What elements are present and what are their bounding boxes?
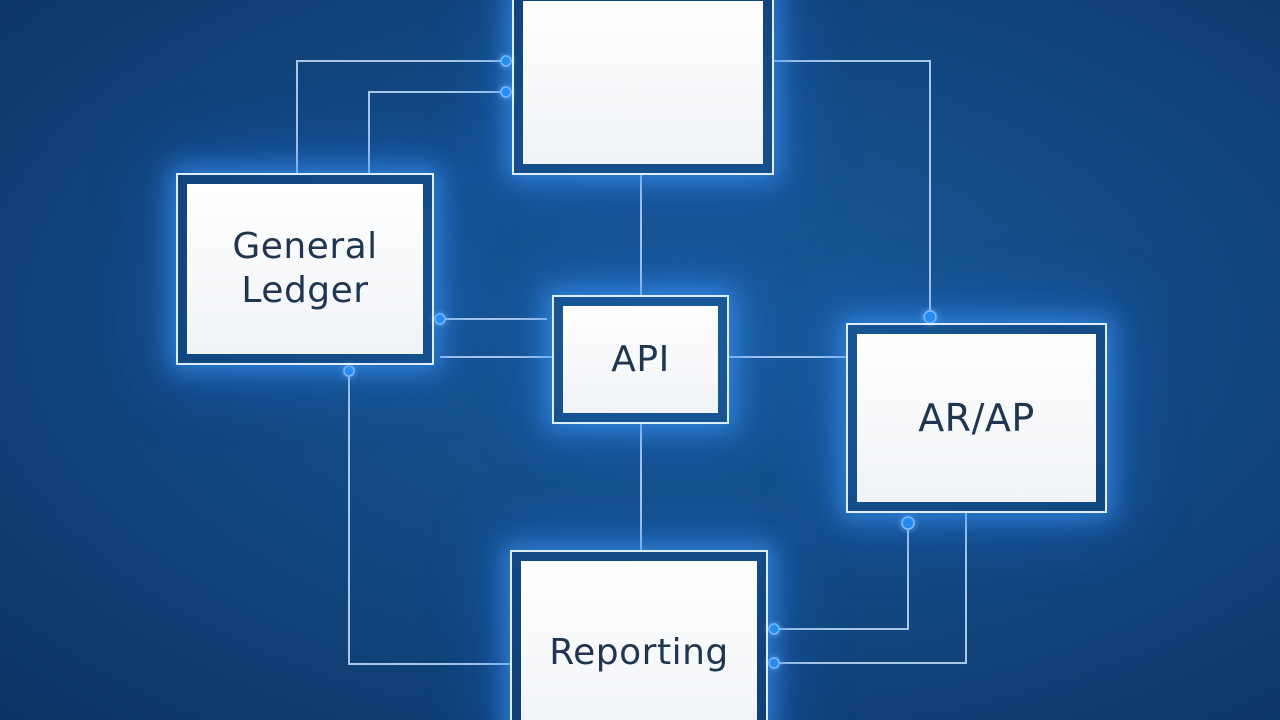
connector-dot	[923, 310, 937, 324]
connector-dot	[768, 623, 780, 635]
ar-ap-node-body: AR/AP	[857, 334, 1096, 502]
connector-top-arap	[774, 60, 931, 317]
general-ledger-node-body: General Ledger	[187, 184, 423, 354]
top-node[interactable]	[512, 0, 774, 175]
connector-dot	[500, 55, 512, 67]
api-node-body: API	[563, 306, 718, 413]
reporting-node-body: Reporting	[521, 561, 757, 720]
ar-ap-label: AR/AP	[918, 395, 1035, 440]
connector-gl-top-outer	[296, 60, 506, 173]
ar-ap-node[interactable]: AR/AP	[846, 323, 1107, 513]
connector-arap-reporting-upper	[774, 523, 909, 630]
api-node[interactable]: API	[552, 295, 729, 424]
general-ledger-node[interactable]: General Ledger	[176, 173, 434, 365]
api-label: API	[611, 338, 670, 380]
connector-dot	[434, 313, 446, 325]
general-ledger-label: General Ledger	[232, 226, 378, 311]
connector-dot	[343, 365, 355, 377]
top-node-body	[523, 1, 763, 164]
connector-dot	[500, 86, 512, 98]
connector-arap-reporting-lower	[774, 513, 967, 664]
connector-dot	[768, 657, 780, 669]
connector-gl-reporting	[348, 371, 510, 665]
reporting-node[interactable]: Reporting	[510, 550, 768, 720]
reporting-label: Reporting	[549, 632, 729, 673]
connector-gl-top-inner	[368, 91, 506, 173]
connector-dot	[901, 516, 915, 530]
